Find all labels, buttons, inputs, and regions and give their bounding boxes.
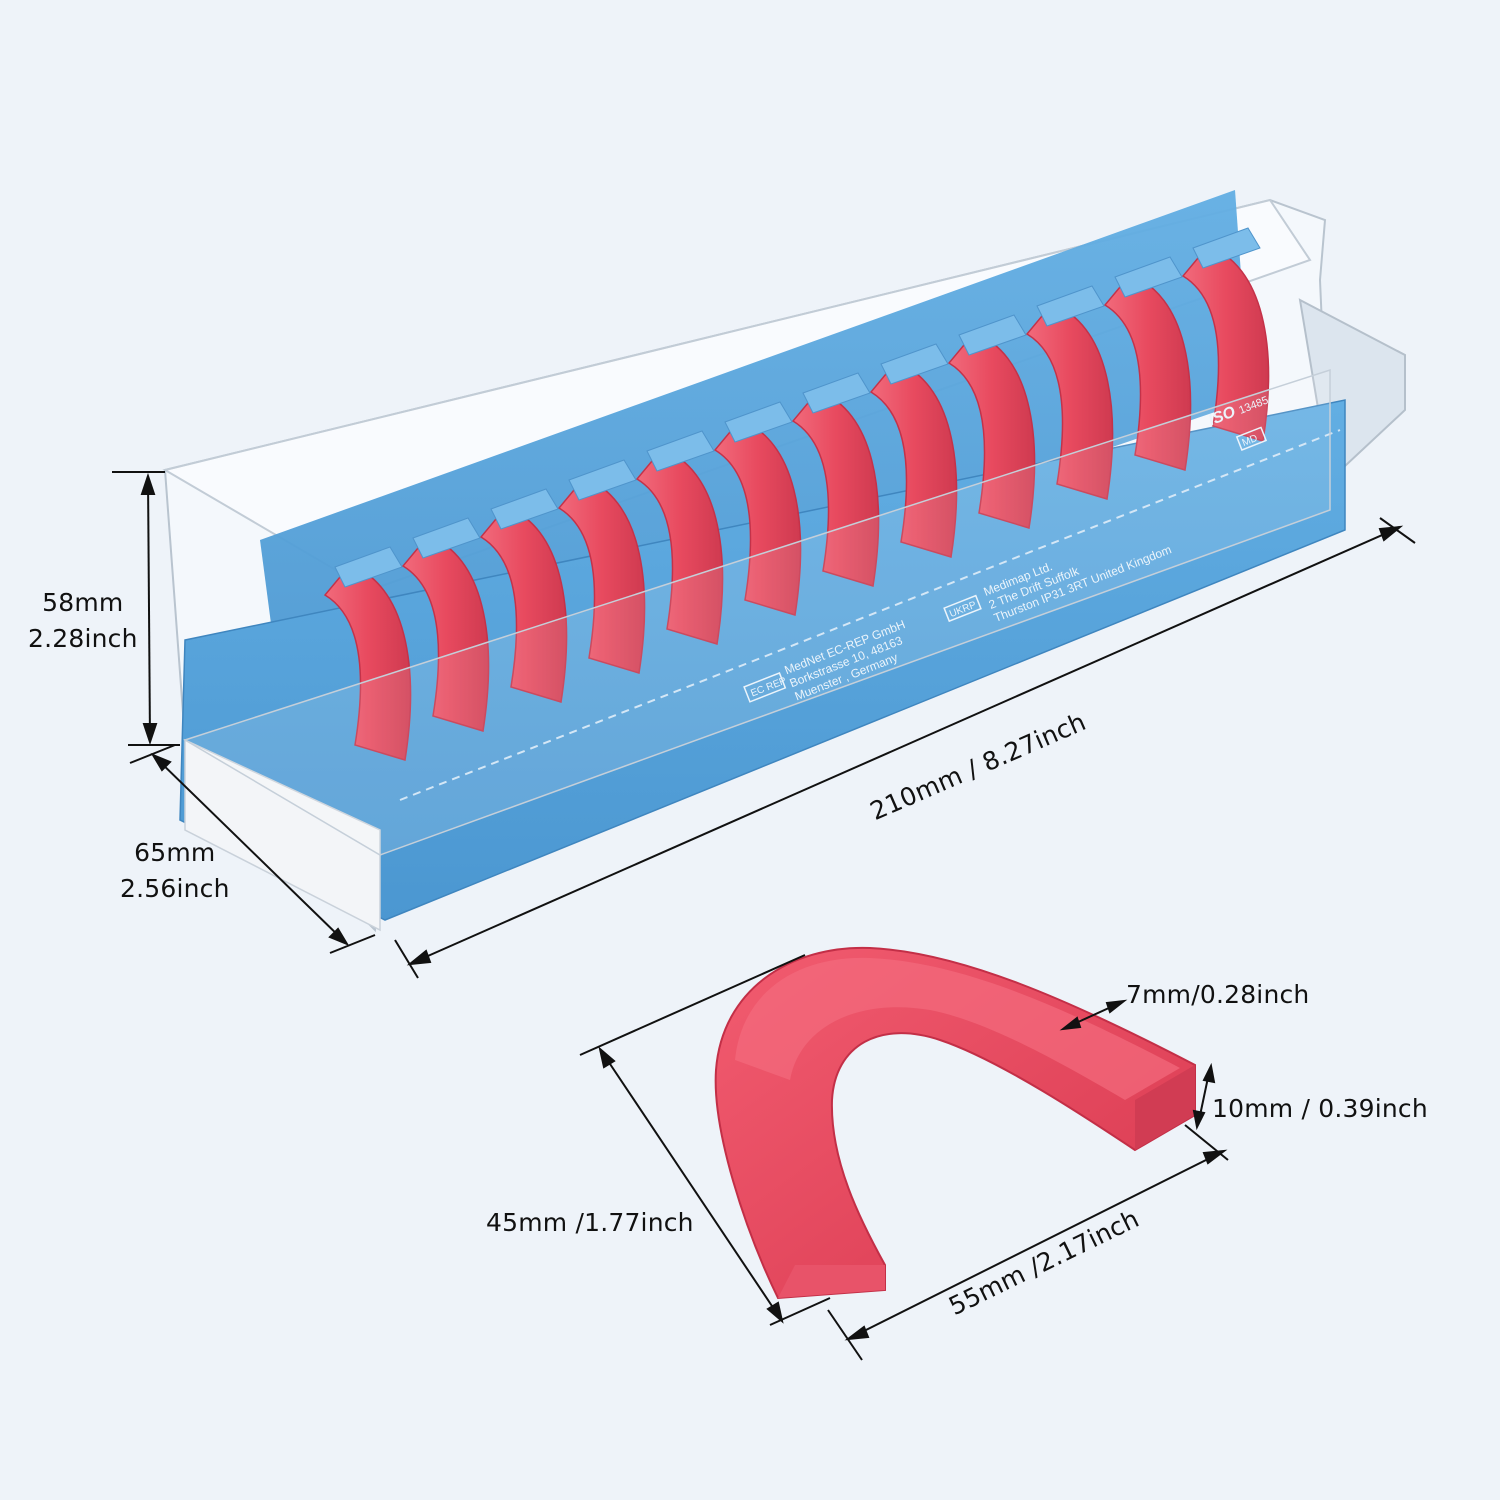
tray-wax-rim (713, 419, 802, 616)
dim-65-arrow-b (328, 927, 350, 947)
tray-wax-rim (791, 390, 880, 587)
md-symbol (1235, 426, 1268, 451)
dim-7-arrow-b (1105, 999, 1128, 1014)
ec-rep-symbol (743, 672, 787, 703)
depth-mm: 65mm (134, 838, 216, 867)
tray-holder-tab (334, 546, 403, 588)
dim-210-line (411, 527, 1399, 964)
height-label: 58mm 2.28inch (28, 585, 138, 657)
dimension-lines (112, 471, 1416, 1361)
tray-holder-tab (1036, 285, 1105, 327)
tray-wax-rim (557, 477, 646, 674)
depth-label: 65mm 2.56inch (120, 835, 230, 907)
single-wax-rim (714, 946, 1196, 1300)
dim-45-arrow-b (766, 1301, 784, 1324)
tray-wax-rim (947, 332, 1036, 529)
dim-58-arrow-bottom (142, 723, 158, 746)
dim-210-ext-b (1379, 517, 1416, 544)
tray-holder-tab (724, 401, 793, 443)
dim-210-ext-a (394, 939, 419, 979)
wax-rim-end-left (778, 1265, 885, 1298)
rim-depth-label: 45mm /1.77inch (486, 1208, 694, 1237)
tray-wax-rim (1025, 303, 1114, 500)
ukrp-symbol (943, 594, 982, 623)
dim-65-ext-b (329, 934, 376, 954)
tray-wax-rims (323, 227, 1270, 761)
tray-holder-tab (568, 459, 637, 501)
dim-7-arrow-a (1059, 1016, 1082, 1031)
rim-height-label: 10mm / 0.39inch (1212, 1094, 1428, 1123)
rim-width-label: 7mm/0.28inch (1126, 980, 1310, 1009)
dim-55-arrow-b (1202, 1149, 1228, 1165)
dim-55-arrow-a (844, 1325, 870, 1341)
dim-58-arrow-top (140, 472, 156, 495)
tray-base (184, 738, 381, 932)
tray-holder-tab (802, 372, 871, 414)
dim-58-line (147, 477, 151, 741)
dim-55-line (849, 1151, 1223, 1339)
tray-wax-rim (323, 564, 412, 761)
tray-wax-rim (479, 506, 568, 703)
dim-65-arrow-a (150, 752, 172, 772)
dim-45-arrow-a (598, 1046, 616, 1069)
tray-holder-tab (958, 314, 1027, 356)
tray-wax-rim (635, 448, 724, 645)
dim-45-ext-a (579, 954, 806, 1056)
tray-holder-tab (490, 488, 559, 530)
clear-box-front-glass (183, 368, 1331, 856)
dim-10-arrow-b (1192, 1109, 1206, 1131)
tray-holder-tab (412, 517, 481, 559)
md-text: MD (1241, 433, 1260, 449)
tray-holder-tab (646, 430, 715, 472)
wax-rim-top-face (735, 957, 1180, 1100)
tray-wax-rim (401, 535, 490, 732)
tray-holder-tab (1114, 256, 1183, 298)
dim-55-ext-a (827, 1309, 863, 1361)
tray-holder-tab (880, 343, 949, 385)
dim-210-arrow-a (406, 949, 432, 966)
packaged-wax-rims: EC REP MedNet EC-REP GmbH Borkstrasse 10… (162, 190, 1406, 933)
dim-10-arrow-a (1202, 1062, 1216, 1084)
depth-inch: 2.56inch (120, 874, 230, 903)
dim-65-line (154, 756, 346, 943)
tray-holder-tab (1192, 227, 1261, 269)
tray-fold-line (399, 429, 1341, 801)
height-mm: 58mm (42, 588, 124, 617)
wax-rim-end-right (1135, 1065, 1195, 1150)
tray-wax-rim (869, 361, 958, 558)
dim-210-arrow-b (1378, 525, 1404, 542)
height-inch: 2.28inch (28, 624, 138, 653)
dim-45-line (601, 1051, 781, 1319)
